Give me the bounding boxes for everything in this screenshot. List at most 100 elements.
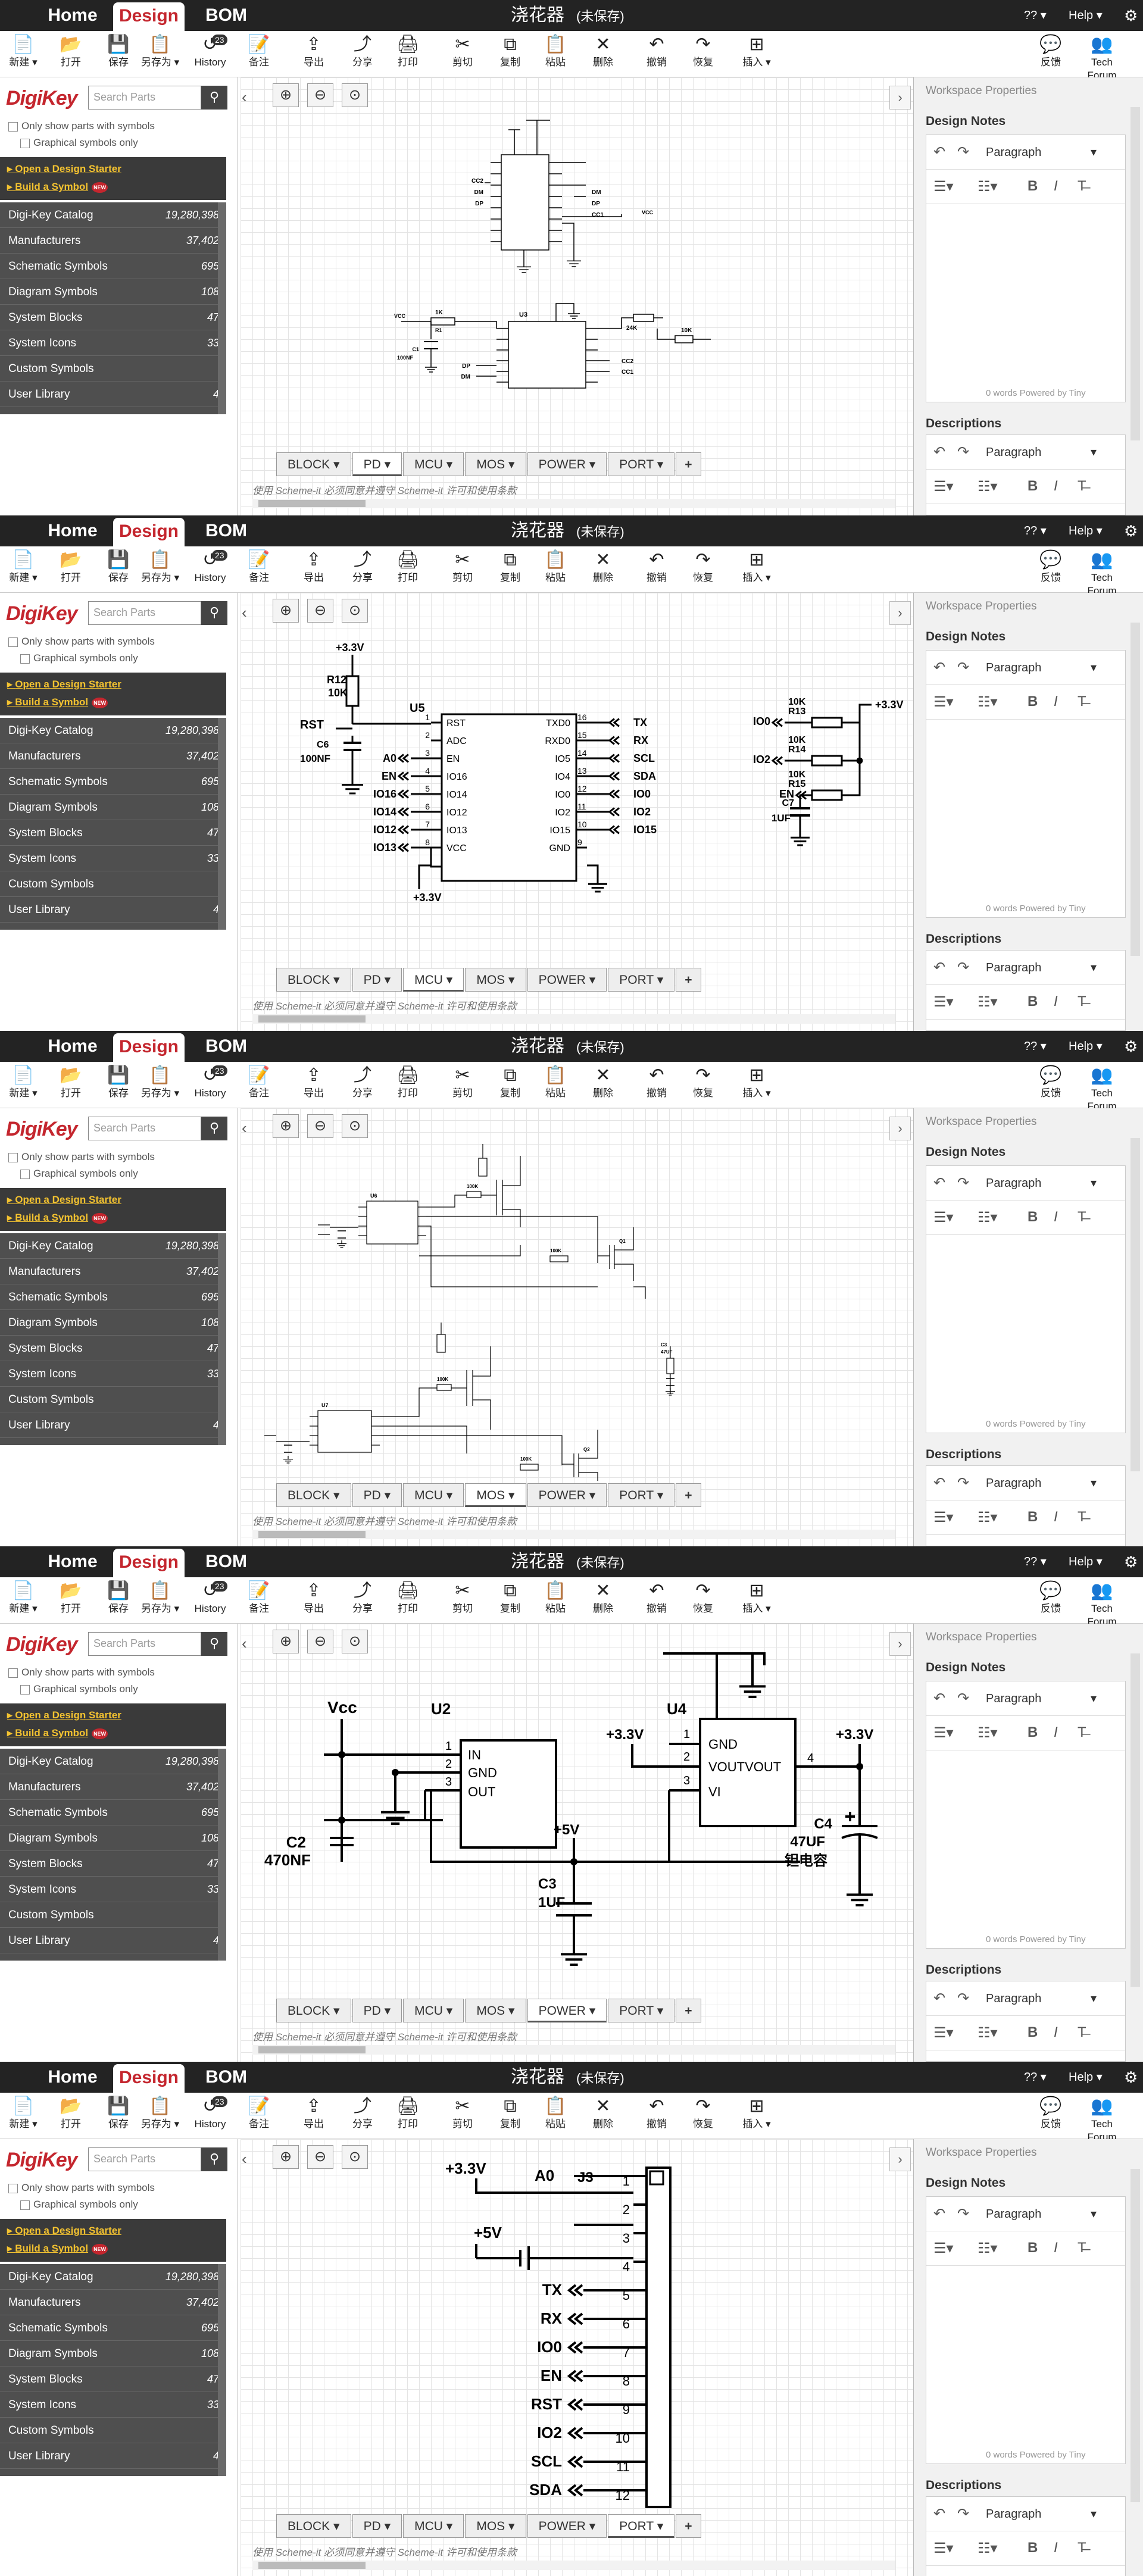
language-menu[interactable]: ?? ▾ (1024, 2071, 1047, 2084)
paste-button[interactable]: 📋粘贴 (535, 35, 576, 69)
component-body[interactable] (430, 317, 455, 326)
bullet-list-icon[interactable]: ☰▾ (933, 994, 954, 1010)
zoom-out-icon[interactable]: ⊖ (307, 599, 333, 623)
design-notes-editor[interactable]: ↶ ↷ Paragraph▾ ☰▾ ☷▾ B I T̶ 0 words Powe… (926, 650, 1126, 918)
graphical-only-checkbox[interactable]: Graphical symbols only (20, 137, 138, 149)
help-menu[interactable]: Help ▾ (1069, 524, 1103, 537)
language-menu[interactable]: ?? ▾ (1024, 9, 1047, 22)
right-scrollbar[interactable] (1130, 1653, 1140, 1987)
sheet-tab[interactable]: MOS ▾ (465, 452, 526, 476)
share-button[interactable]: ⤴分享 (342, 550, 383, 584)
undo-button[interactable]: ↶撤销 (636, 550, 677, 584)
search-icon[interactable]: ⚲ (201, 2147, 227, 2171)
help-menu[interactable]: Help ▾ (1069, 1555, 1103, 1568)
bold-icon[interactable]: B (1028, 993, 1038, 1009)
help-menu[interactable]: Help ▾ (1069, 1040, 1103, 1053)
tab-bom[interactable]: BOM (205, 521, 247, 540)
bold-icon[interactable]: B (1028, 693, 1038, 709)
add-sheet-button[interactable]: + (676, 2514, 701, 2538)
search-input[interactable]: Search Parts (88, 1117, 201, 1140)
redo-button[interactable]: ↷恢复 (682, 550, 724, 584)
numbered-list-icon[interactable]: ☷▾ (978, 1509, 998, 1525)
category-scrollbar[interactable] (218, 1749, 226, 1961)
tech-forum-button[interactable]: 👥Tech Forum (1081, 2096, 1123, 2144)
numbered-list-icon[interactable]: ☷▾ (978, 2025, 998, 2041)
undo-icon[interactable]: ↶ (933, 959, 946, 976)
bold-icon[interactable]: B (1028, 2240, 1038, 2256)
tab-home[interactable]: Home (48, 521, 98, 540)
component-body[interactable] (549, 1255, 569, 1262)
export-button[interactable]: ⇪导出 (293, 2096, 335, 2131)
new-button[interactable]: 📄新建 ▾ (2, 1065, 44, 1100)
paragraph-select[interactable]: Paragraph▾ (986, 961, 1097, 974)
help-menu[interactable]: Help ▾ (1069, 2071, 1103, 2084)
zoom-out-icon[interactable]: ⊖ (307, 83, 333, 107)
zoom-fit-icon[interactable]: ⊙ (342, 83, 368, 107)
sheet-tab[interactable]: BLOCK ▾ (276, 2514, 351, 2538)
project-title[interactable]: 浇花器(未保存) (511, 521, 624, 540)
collapse-left-icon[interactable]: ‹ (242, 2150, 247, 2168)
share-button[interactable]: ⤴分享 (342, 1065, 383, 1100)
cut-button[interactable]: ✂剪切 (442, 1065, 483, 1100)
add-sheet-button[interactable]: + (676, 968, 701, 992)
copy-button[interactable]: ⧉复制 (489, 35, 531, 69)
component-body[interactable] (501, 154, 549, 251)
notes-button[interactable]: 📝备注 (238, 550, 280, 584)
zoom-out-icon[interactable]: ⊖ (307, 2145, 333, 2169)
category-item[interactable]: Custom Symbols (0, 1387, 226, 1412)
insert-button[interactable]: ⊞插入 ▾ (736, 550, 777, 584)
cut-button[interactable]: ✂剪切 (442, 35, 483, 69)
add-sheet-button[interactable]: + (676, 452, 701, 476)
copy-button[interactable]: ⧉复制 (489, 1065, 531, 1100)
zoom-fit-icon[interactable]: ⊙ (342, 1630, 368, 1653)
numbered-list-icon[interactable]: ☷▾ (978, 1209, 998, 1226)
bold-icon[interactable]: B (1028, 478, 1038, 494)
bullet-list-icon[interactable]: ☰▾ (933, 2240, 954, 2256)
insert-button[interactable]: ⊞插入 ▾ (736, 1581, 777, 1615)
tab-bom[interactable]: BOM (205, 1552, 247, 1571)
graphical-only-checkbox[interactable]: Graphical symbols only (20, 1683, 138, 1695)
sheet-tab[interactable]: MCU ▾ (403, 2514, 464, 2538)
bullet-list-icon[interactable]: ☰▾ (933, 2025, 954, 2041)
graphical-only-checkbox[interactable]: Graphical symbols only (20, 652, 138, 664)
sheet-tab[interactable]: MCU ▾ (403, 1999, 464, 2022)
sheet-tab[interactable]: MCU ▾ (403, 452, 464, 476)
tech-forum-button[interactable]: 👥Tech Forum (1081, 550, 1123, 598)
paragraph-select[interactable]: Paragraph▾ (986, 1992, 1097, 2005)
paragraph-select[interactable]: Paragraph▾ (986, 1477, 1097, 1490)
language-menu[interactable]: ?? ▾ (1024, 524, 1047, 537)
delete-button[interactable]: ✕删除 (582, 35, 624, 69)
category-item[interactable]: Custom Symbols (0, 356, 226, 382)
save-button[interactable]: 💾保存 (98, 550, 139, 584)
undo-icon[interactable]: ↶ (933, 2206, 946, 2222)
right-scrollbar[interactable] (1130, 2169, 1140, 2502)
italic-icon[interactable]: I (1054, 1724, 1058, 1740)
component-body[interactable] (478, 1158, 488, 1177)
export-button[interactable]: ⇪导出 (293, 550, 335, 584)
gear-icon[interactable]: ⚙ (1124, 7, 1138, 24)
bold-icon[interactable]: B (1028, 1209, 1038, 1225)
design-notes-editor[interactable]: ↶ ↷ Paragraph▾ ☰▾ ☷▾ B I T̶ 0 words Powe… (926, 135, 1126, 402)
project-title[interactable]: 浇花器(未保存) (511, 2067, 624, 2087)
open-button[interactable]: 📂打开 (50, 550, 92, 584)
collapse-right-icon[interactable]: › (889, 2147, 911, 2171)
numbered-list-icon[interactable]: ☷▾ (978, 2540, 998, 2556)
component-body[interactable] (699, 1718, 797, 1827)
right-scrollbar[interactable] (1130, 623, 1140, 956)
clear-format-icon[interactable]: T̶ (1078, 693, 1086, 709)
tab-home[interactable]: Home (48, 1036, 98, 1056)
